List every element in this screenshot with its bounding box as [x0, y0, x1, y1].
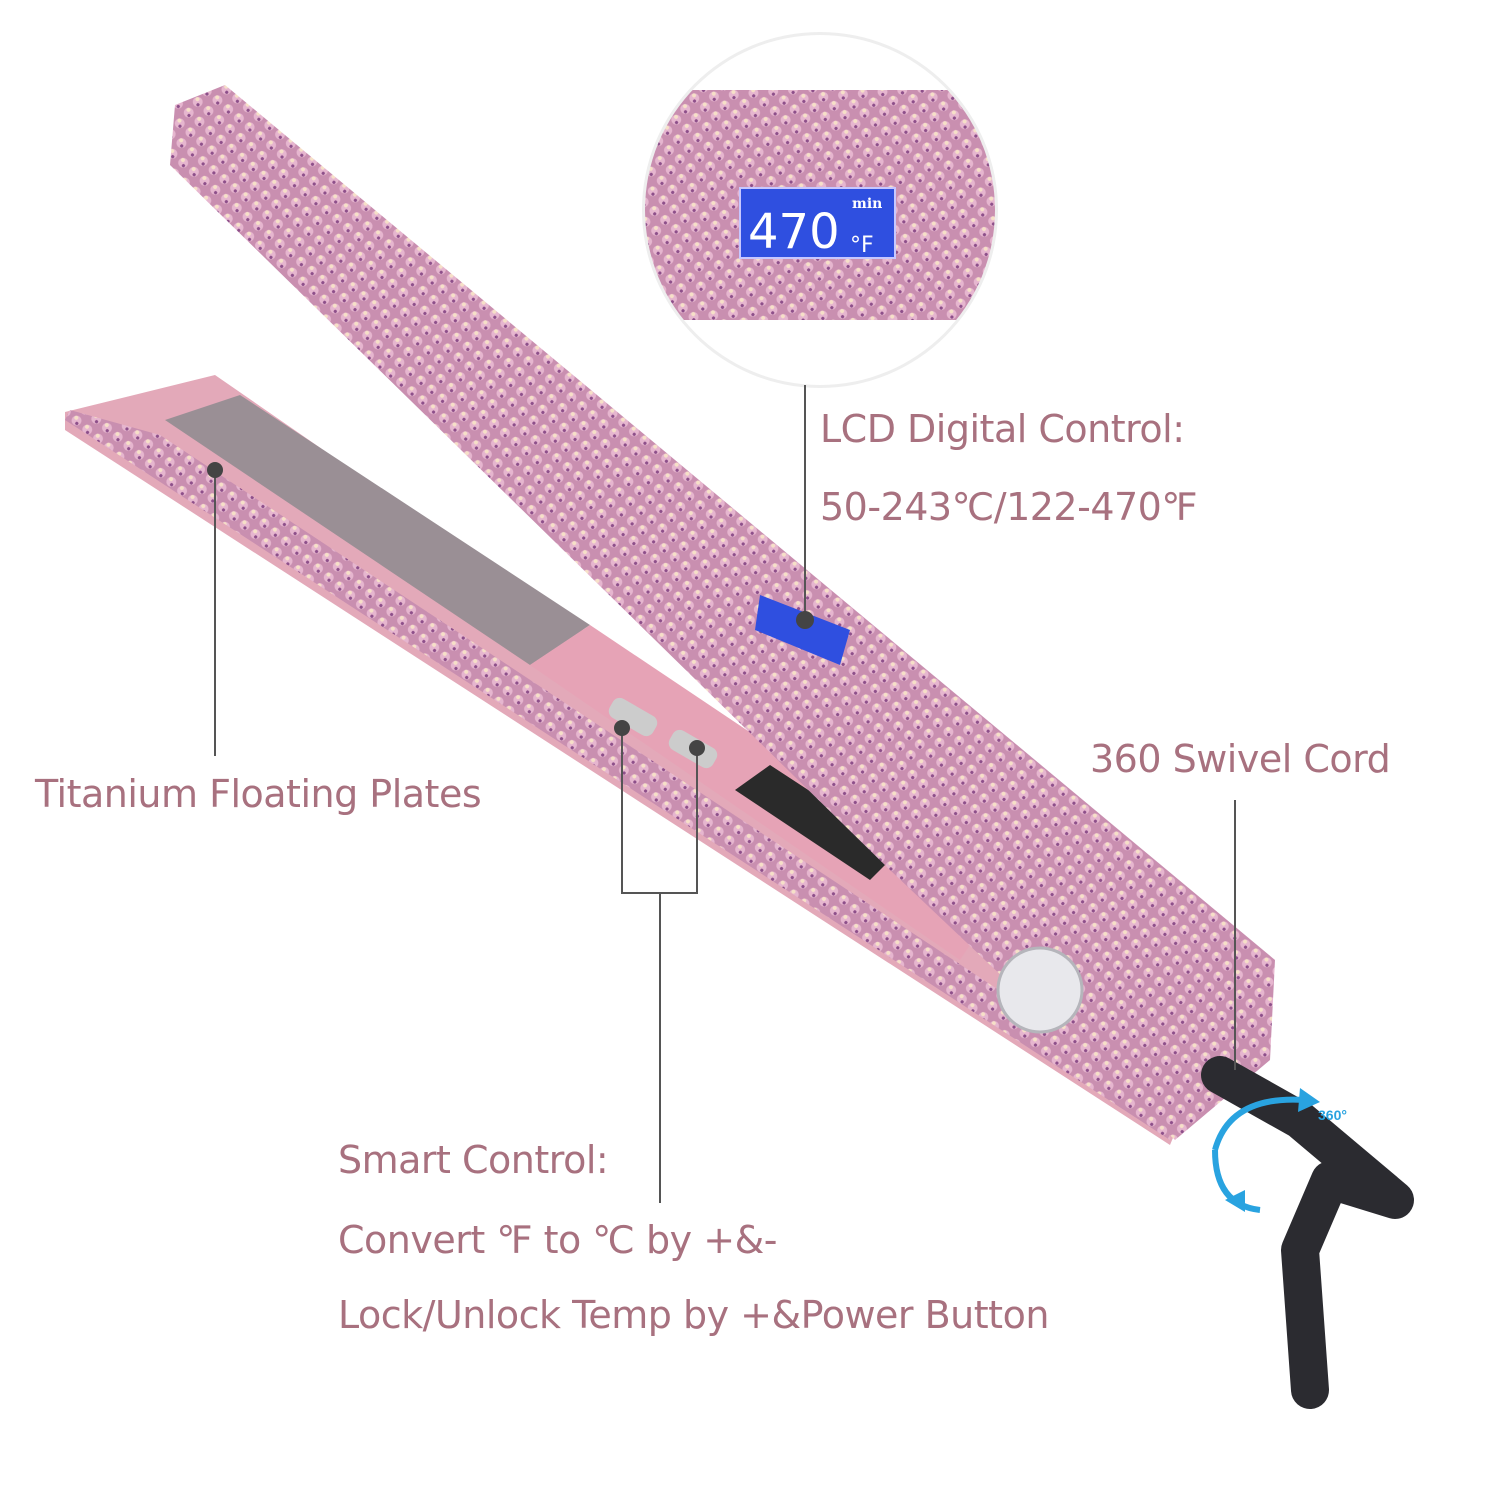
lcd-unit: °F	[850, 233, 874, 258]
callout-dots	[207, 462, 814, 756]
lcd-callout-range: 50-243℃/122-470℉	[820, 485, 1198, 529]
plus-button[interactable]	[606, 695, 660, 739]
callout-lines	[214, 385, 1236, 1203]
lcd-temperature: 470	[748, 204, 840, 260]
device-lcd	[755, 595, 850, 665]
swivel-callout: 360 Swivel Cord	[1090, 737, 1391, 781]
label-sticker	[735, 765, 900, 880]
lower-arm	[65, 375, 1205, 1145]
rotation-arrow-bottom	[1212, 1149, 1261, 1213]
rotation-arrow-top	[1212, 1096, 1306, 1151]
power-button[interactable]	[996, 946, 1084, 1034]
smart-callout-line2: Lock/Unlock Temp by +&Power Button	[338, 1293, 1049, 1337]
lcd-zoom-inset: 470 °F min	[642, 32, 998, 388]
swivel-cord: 360°	[1201, 1056, 1414, 1409]
upper-arm	[170, 85, 1275, 1140]
lcd-callout-title: LCD Digital Control:	[820, 407, 1185, 451]
smart-callout-title: Smart Control:	[338, 1138, 609, 1182]
plates-callout: Titanium Floating Plates	[35, 772, 482, 816]
titanium-plate	[165, 395, 590, 665]
swivel-badge: 360°	[1318, 1107, 1347, 1123]
smart-callout-line1: Convert ℉ to ℃ by +&-	[338, 1218, 777, 1262]
lcd-mode: min	[852, 196, 882, 212]
